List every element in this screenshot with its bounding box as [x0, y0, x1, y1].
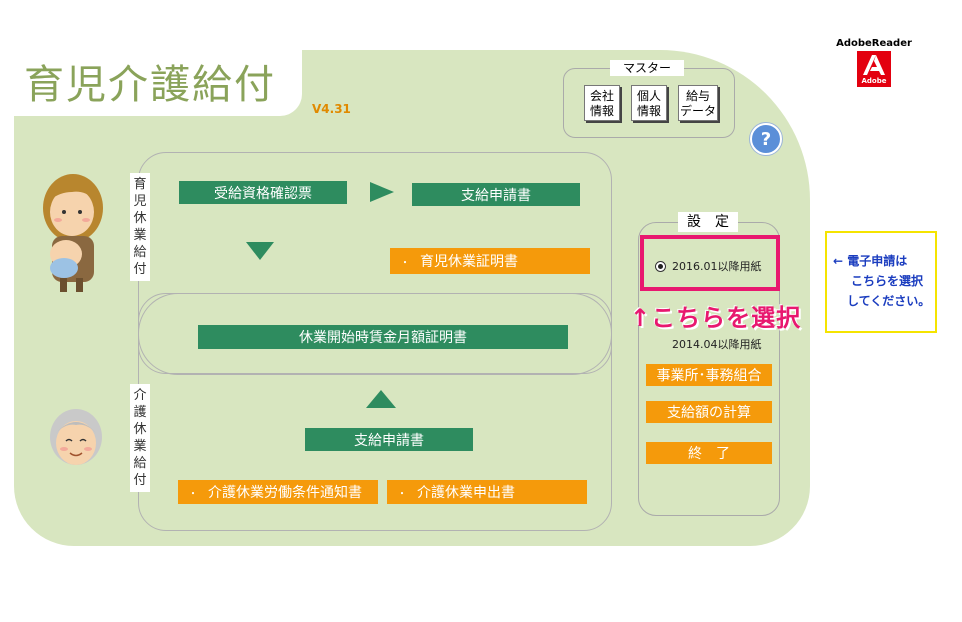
mother-baby-icon [38, 170, 108, 294]
option-2016-highlight [640, 235, 780, 291]
childcare-certificate-button[interactable]: ・育児休業証明書 [390, 248, 590, 274]
master-heading: マスター [610, 60, 684, 76]
title-box [14, 50, 302, 116]
settings-heading: 設 定 [678, 212, 738, 232]
nursing-side-label: 介護 休業 給付 [130, 384, 150, 492]
nursing-request-button[interactable]: ・介護休業申出書 [387, 480, 587, 504]
arrow-right-icon [368, 180, 396, 208]
qualification-form-button[interactable]: 受給資格確認票 [179, 181, 347, 204]
app-title: 育児介護給付 [24, 62, 276, 108]
calc-button[interactable]: 支給額の計算 [646, 401, 772, 423]
adobe-reader-label: AdobeReader [836, 38, 912, 49]
childcare-side-label: 育児 休業 給付 [130, 173, 150, 281]
company-info-button[interactable]: 会社情報 [584, 85, 620, 121]
personal-info-button[interactable]: 個人情報 [631, 85, 667, 121]
radio-selected-icon [655, 260, 666, 272]
help-icon: ? [760, 128, 772, 150]
arrow-down-icon [244, 240, 276, 266]
adobe-reader-link[interactable]: AdobeReader Adobe [834, 38, 914, 90]
salary-data-button[interactable]: 給与データ [678, 85, 718, 121]
option-2016-label: 2016.01以降用紙 [672, 260, 762, 273]
childcare-application-button[interactable]: 支給申請書 [412, 183, 580, 206]
option-2014-label[interactable]: 2014.04以降用紙 [672, 338, 762, 351]
adobe-logo-icon: Adobe [857, 51, 891, 87]
nursing-notice-button[interactable]: ・介護休業労働条件通知書 [178, 480, 378, 504]
option-2016-radio[interactable]: 2016.01以降用紙 [655, 258, 762, 274]
office-button[interactable]: 事業所･事務組合 [646, 364, 772, 386]
wage-certificate-button[interactable]: 休業開始時賃金月額証明書 [198, 325, 568, 349]
arrow-up-icon [364, 388, 398, 414]
version-label: V4.31 [312, 102, 351, 116]
e-application-callout: ← 電子申請は こちらを選択 してください。 [825, 231, 937, 333]
help-button[interactable]: ? [750, 123, 782, 155]
select-here-annotation: ↑こちらを選択 [630, 304, 802, 332]
nursing-application-button[interactable]: 支給申請書 [305, 428, 473, 451]
elderly-woman-icon [48, 407, 104, 471]
exit-button[interactable]: 終 了 [646, 442, 772, 464]
